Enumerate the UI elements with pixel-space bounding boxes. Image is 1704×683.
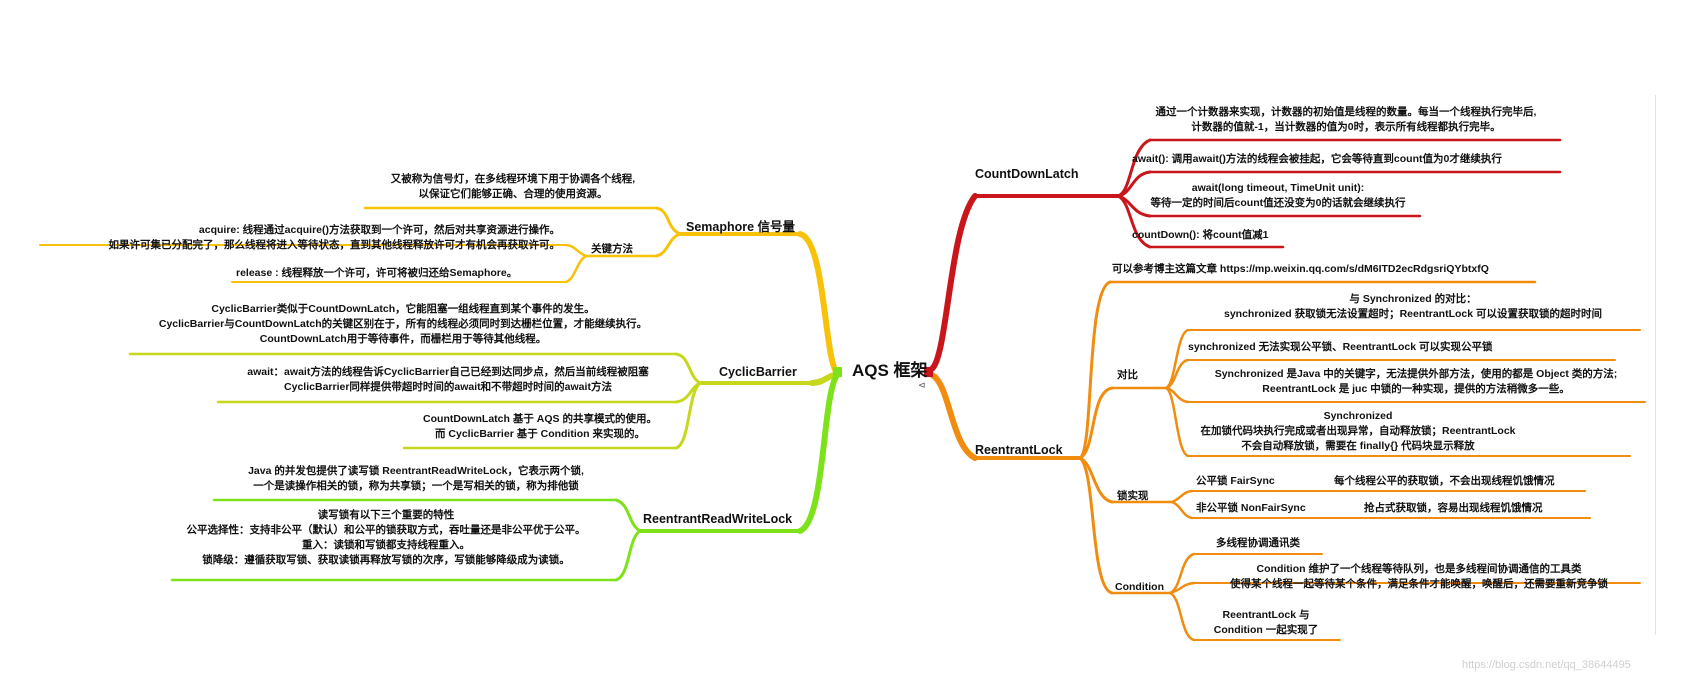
fair-sync-label: 公平锁 FairSync bbox=[1196, 475, 1275, 487]
condition-label: Condition bbox=[1115, 581, 1164, 593]
compare-item-release: Synchronized 在加锁代码块执行完成或者出现异常，自动释放锁；Reen… bbox=[1200, 410, 1516, 452]
rrwl-node-label: ReentrantReadWriteLock bbox=[643, 512, 793, 526]
countdownlatch-await-timeout-desc: await(long timeout, TimeUnit unit): 等待一定… bbox=[1150, 182, 1406, 209]
semaphore-node-label: Semaphore 信号量 bbox=[686, 220, 796, 234]
countdownlatch-desc: 通过一个计数器来实现，计数器的初始值是线程的数量。每当一个线程执行完毕后, 计数… bbox=[1155, 106, 1537, 133]
root-node-collapse-icon[interactable]: ⊲ bbox=[918, 380, 926, 390]
countdownlatch-branch-lines bbox=[927, 138, 1562, 373]
reentrantlock-impl-label: 锁实现 bbox=[1117, 490, 1149, 502]
countdownlatch-await-desc: await(): 调用await()方法的线程会被挂起，它会等待直到count值… bbox=[1132, 153, 1502, 165]
rrwl-branch-lines bbox=[170, 371, 841, 582]
semaphore-branch-lines bbox=[39, 206, 841, 377]
root-node-marker-right bbox=[924, 367, 933, 377]
nonfair-sync-label: 非公平锁 NonFairSync bbox=[1196, 502, 1306, 514]
semaphore-release-desc: release : 线程释放一个许可，许可将被归还给Semaphore。 bbox=[236, 267, 518, 279]
reentrantlock-branch-lines bbox=[927, 280, 1646, 642]
cyclicbarrier-await-desc: await：await方法的线程告诉CyclicBarrier自己已经到达同步点… bbox=[247, 366, 649, 393]
rrwl-desc: Java 的并发包提供了读写锁 ReentrantReadWriteLock，它… bbox=[248, 465, 584, 492]
compare-item-timeout: 与 Synchronized 的对比： synchronized 获取锁无法设置… bbox=[1223, 293, 1603, 320]
watermark: https://blog.csdn.net/qq_38644495 bbox=[1462, 659, 1631, 671]
reentrantlock-compare-label: 对比 bbox=[1117, 369, 1138, 381]
nonfair-sync-desc: 抢占式获取锁，容易出现线程饥饿情况 bbox=[1364, 502, 1543, 514]
divider-line bbox=[1655, 95, 1656, 635]
compare-item-keyword: Synchronized 是Java 中的关键字，无法提供外部方法，使用的都是 … bbox=[1214, 368, 1618, 395]
reentrantlock-ref-link[interactable]: 可以参考博主这篇文章 https://mp.weixin.qq.com/s/dM… bbox=[1112, 263, 1489, 275]
condition-item-comm: 多线程协调通讯类 bbox=[1216, 537, 1300, 549]
semaphore-key-methods-label: 关键方法 bbox=[591, 243, 633, 255]
cyclicbarrier-node-label: CyclicBarrier bbox=[719, 365, 797, 379]
compare-item-fair: synchronized 无法实现公平锁、ReentrantLock 可以实现公… bbox=[1188, 341, 1493, 353]
reentrantlock-node-label: ReentrantLock bbox=[975, 443, 1063, 457]
condition-item-queue: Condition 维护了一个线程等待队列，也是多线程间协调通信的工具类 使得某… bbox=[1230, 563, 1608, 590]
cyclicbarrier-desc: CyclicBarrier类似于CountDownLatch，它能阻塞一组线程直… bbox=[158, 303, 648, 345]
countdownlatch-node-label: CountDownLatch bbox=[975, 167, 1079, 181]
rrwl-features: 读写锁有以下三个重要的特性 公平选择性：支持非公平（默认）和公平的锁获取方式，吞… bbox=[186, 509, 586, 566]
cyclicbarrier-compare-desc: CountDownLatch 基于 AQS 的共享模式的使用。 而 Cyclic… bbox=[423, 413, 657, 440]
root-node-label: AQS 框架 bbox=[852, 361, 928, 380]
semaphore-acquire-desc: acquire: 线程通过acquire()方法获取到一个许可，然后对共享资源进… bbox=[108, 224, 561, 251]
condition-item-impl: ReentrantLock 与 Condition 一起实现了 bbox=[1213, 609, 1319, 636]
root-node-marker-left bbox=[833, 367, 842, 377]
fair-sync-desc: 每个线程公平的获取锁，不会出现线程饥饿情况 bbox=[1334, 475, 1555, 487]
countdownlatch-countdown-desc: countDown(): 将count值减1 bbox=[1132, 229, 1269, 241]
semaphore-desc: 又被称为信号灯，在多线程环境下用于协调各个线程, 以保证它们能够正确、合理的使用… bbox=[390, 173, 636, 200]
cyclicbarrier-branch-lines bbox=[128, 352, 841, 450]
